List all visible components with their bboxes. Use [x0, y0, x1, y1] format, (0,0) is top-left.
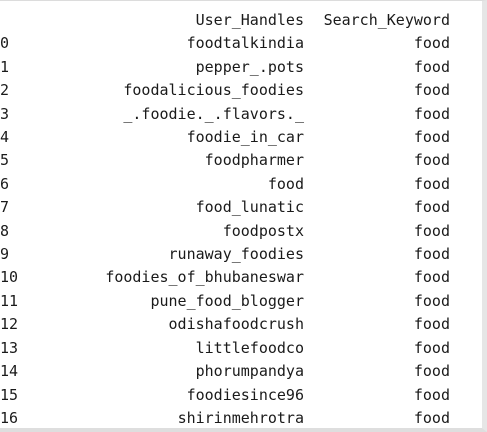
table-row: 5 foodpharmer food — [0, 149, 450, 172]
cell-user-handle: runaway_foodies — [168, 245, 304, 264]
cell-search-keyword: food — [413, 291, 450, 310]
column-header-search-keyword: Search_Keyword — [323, 11, 450, 29]
table-row: 3 _.foodie._.flavors._ food — [0, 103, 450, 126]
cell-user-handle: foodies_of_bhubaneswar — [105, 268, 304, 287]
cell-search-keyword: food — [413, 385, 450, 404]
table-row: 0 foodtalkindia food — [0, 32, 450, 55]
cell-search-keyword: food — [413, 198, 450, 217]
cell-user-handle: _.foodie._.flavors._ — [123, 104, 304, 123]
table-row: 15 foodiesince96 food — [0, 384, 450, 407]
cell-search-keyword: food — [413, 57, 450, 76]
table-row: 1 pepper_.pots food — [0, 56, 450, 79]
row-index: 16 — [0, 408, 19, 427]
cell-search-keyword: food — [413, 315, 450, 334]
cell-user-handle: foodpharmer — [204, 151, 304, 170]
row-index: 1 — [0, 57, 10, 76]
table-row: 4 foodie_in_car food — [0, 126, 450, 149]
row-index: 9 — [0, 245, 10, 264]
table-row: 16 shirinmehrotra food — [0, 407, 450, 430]
cell-user-handle: shirinmehrotra — [177, 408, 304, 427]
table-header-row: User_Handles Search_Keyword — [0, 9, 450, 32]
row-index: 10 — [0, 268, 19, 287]
table-row: 11 pune_food_blogger food — [0, 290, 450, 313]
row-index: 8 — [0, 221, 10, 240]
cell-search-keyword: food — [413, 174, 450, 193]
cell-search-keyword: food — [413, 34, 450, 53]
table-row: 13 littlefoodco food — [0, 337, 450, 360]
table-row: 6 food food — [0, 173, 450, 196]
cell-user-handle: food_lunatic — [195, 198, 304, 217]
table-row: 14 phorumpandya food — [0, 360, 450, 383]
cell-search-keyword: food — [413, 362, 450, 381]
table-row: 10 foodies_of_bhubaneswar food — [0, 266, 450, 289]
row-index: 15 — [0, 385, 19, 404]
cell-search-keyword: food — [413, 128, 450, 147]
row-index: 11 — [0, 291, 19, 310]
row-index: 14 — [0, 362, 19, 381]
cell-user-handle: foodalicious_foodies — [123, 81, 304, 100]
row-index: 12 — [0, 315, 19, 334]
row-index: 13 — [0, 338, 19, 357]
row-index: 6 — [0, 174, 10, 193]
row-index: 2 — [0, 81, 10, 100]
cell-user-handle: odishafoodcrush — [168, 315, 304, 334]
cell-user-handle: foodie_in_car — [186, 128, 304, 147]
row-index: 0 — [0, 34, 10, 53]
cell-user-handle: foodiesince96 — [186, 385, 304, 404]
cell-search-keyword: food — [413, 268, 450, 287]
table-row: 2 foodalicious_foodies food — [0, 79, 450, 102]
cell-search-keyword: food — [413, 104, 450, 123]
cell-user-handle: foodtalkindia — [186, 34, 304, 53]
dataframe-table: User_Handles Search_Keyword 0 foodtalkind… — [0, 9, 450, 430]
cell-search-keyword: food — [413, 408, 450, 427]
cell-user-handle: food — [267, 174, 304, 193]
row-index: 4 — [0, 128, 10, 147]
cell-user-handle: littlefoodco — [195, 338, 304, 357]
row-index: 5 — [0, 151, 10, 170]
row-index: 7 — [0, 198, 10, 217]
table-row: 8 foodpostx food — [0, 220, 450, 243]
table-row: 12 odishafoodcrush food — [0, 313, 450, 336]
cell-search-keyword: food — [413, 245, 450, 264]
cell-search-keyword: food — [413, 338, 450, 357]
table-row: 7 food_lunatic food — [0, 196, 450, 219]
cell-search-keyword: food — [413, 151, 450, 170]
cell-user-handle: pepper_.pots — [195, 57, 304, 76]
column-header-user-handles: User_Handles — [195, 11, 304, 29]
cell-user-handle: pune_food_blogger — [150, 291, 304, 310]
cell-search-keyword: food — [413, 221, 450, 240]
cell-search-keyword: food — [413, 81, 450, 100]
cell-user-handle: foodpostx — [222, 221, 304, 240]
cell-user-handle: phorumpandya — [195, 362, 304, 381]
table-row: 9 runaway_foodies food — [0, 243, 450, 266]
index-header — [0, 9, 60, 32]
row-index: 3 — [0, 104, 10, 123]
